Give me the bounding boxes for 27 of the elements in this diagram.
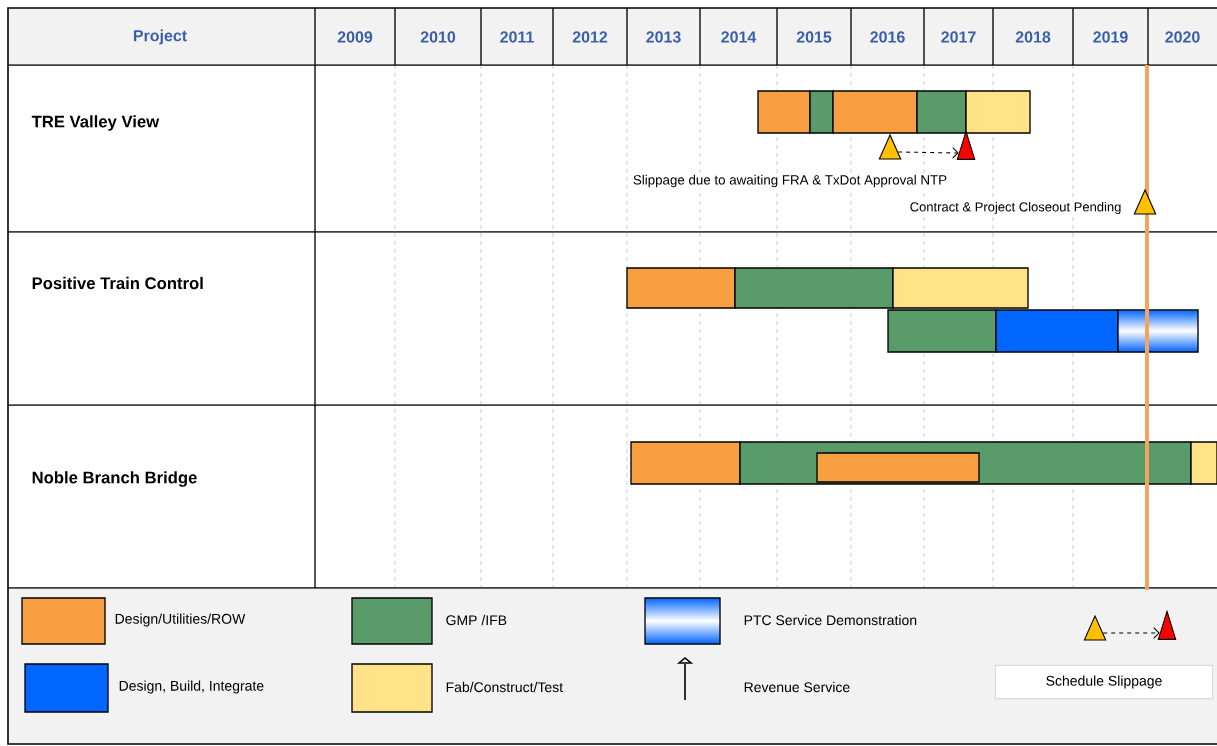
legend-text: PTC Service Demonstration <box>744 614 917 626</box>
legend-text: Revenue Service <box>744 681 850 693</box>
arrow <box>897 147 959 159</box>
year-header: 2018 <box>1015 31 1051 43</box>
legend-text: GMP /IFB <box>446 614 507 626</box>
legend-text: Design/Utilities/ROW <box>115 613 246 627</box>
year-header: 2010 <box>420 31 456 43</box>
note-text: Contract & Project Closeout Pending <box>908 200 1123 216</box>
year-header: 2009 <box>337 31 373 43</box>
project-name: TRE Valley View <box>31 115 160 131</box>
legend-box: Schedule Slippage <box>995 665 1213 699</box>
arrow <box>1102 627 1160 639</box>
column-header: Project <box>133 29 187 45</box>
year-header: 2019 <box>1093 31 1128 43</box>
year-header: 2012 <box>572 31 608 43</box>
year-header: 2020 <box>1165 31 1200 43</box>
year-header: 2011 <box>500 31 534 43</box>
note-text: Slippage due to awaiting FRA & TxDot Approval NTP <box>631 173 949 189</box>
year-header: 2016 <box>870 31 905 43</box>
year-header: 2014 <box>721 31 757 43</box>
year-header: 2013 <box>646 31 681 43</box>
year-header: 2017 <box>941 31 976 43</box>
year-header: 2015 <box>796 31 832 43</box>
project-name: Positive Train Control <box>32 276 203 290</box>
legend-text: Fab/Construct/Test <box>446 681 563 693</box>
project-name: Noble Branch Bridge <box>32 471 197 487</box>
legend-text: Design, Build, Integrate <box>119 680 264 694</box>
